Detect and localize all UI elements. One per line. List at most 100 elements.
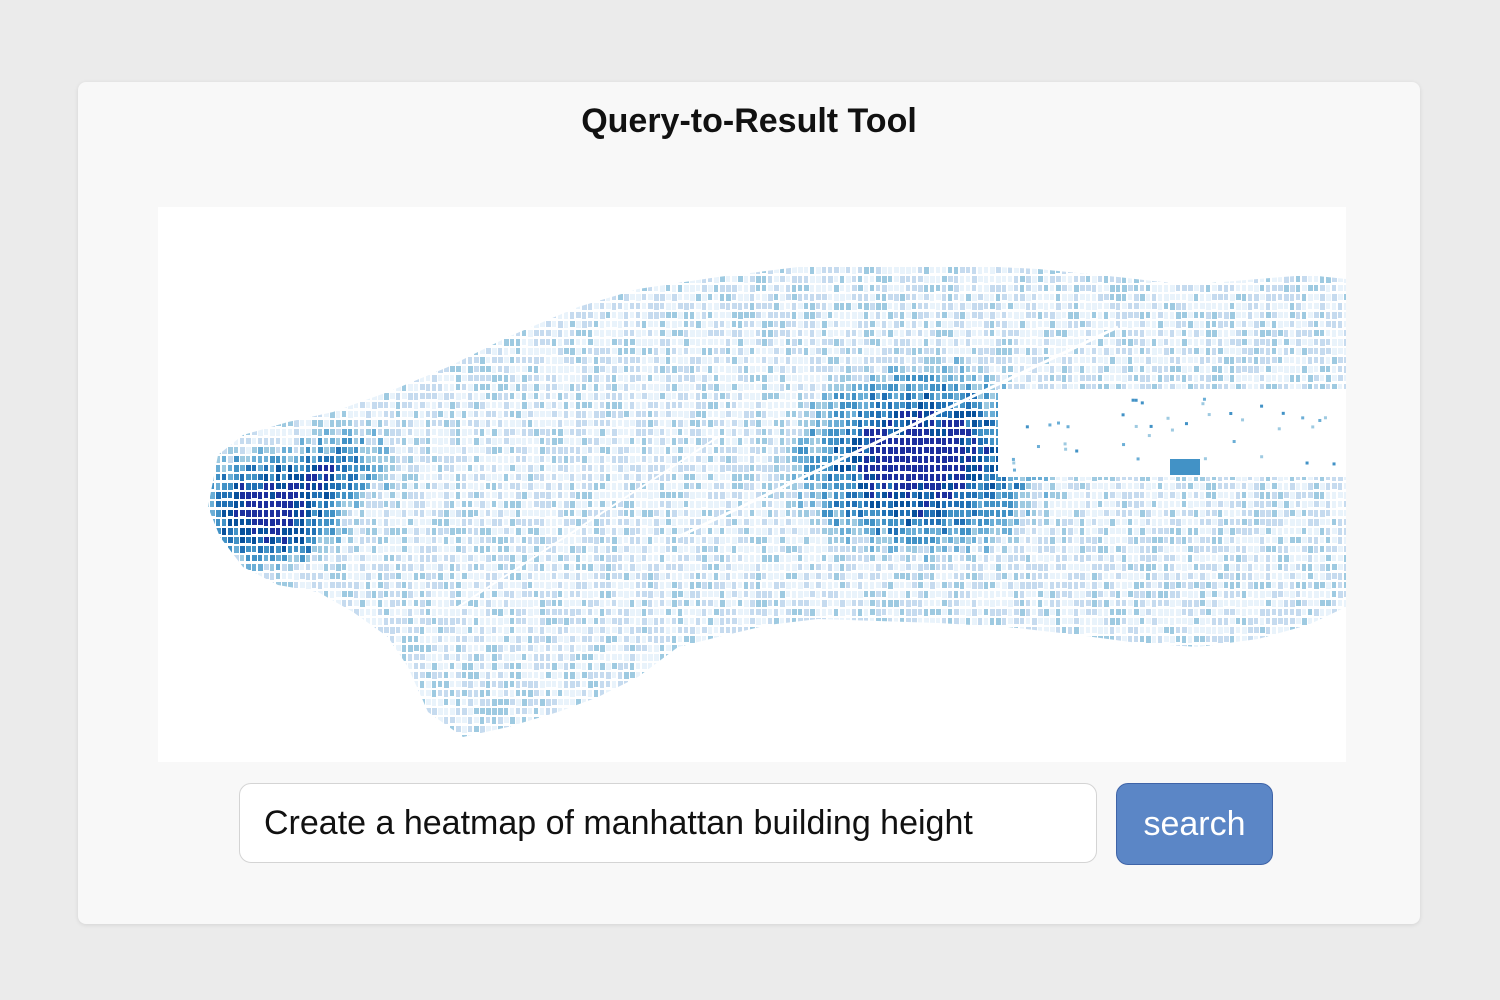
building-block — [792, 339, 797, 346]
building-block — [894, 321, 899, 328]
building-block — [540, 366, 544, 373]
building-block — [504, 429, 509, 436]
building-block — [822, 321, 827, 328]
building-block — [684, 330, 688, 337]
building-block — [684, 312, 688, 319]
building-block — [816, 492, 821, 499]
building-block — [228, 366, 232, 372]
building-block — [858, 465, 862, 472]
building-block — [228, 483, 233, 490]
building-block — [408, 438, 413, 444]
building-block — [462, 420, 466, 426]
building-block — [636, 393, 641, 399]
building-block — [348, 411, 353, 418]
building-block — [1320, 294, 1325, 301]
building-block — [648, 348, 652, 354]
building-block — [570, 321, 575, 327]
building-block — [264, 384, 268, 390]
building-block — [486, 276, 490, 283]
building-block — [666, 285, 670, 291]
building-block — [336, 267, 340, 274]
building-block — [966, 411, 971, 417]
building-block — [528, 438, 532, 444]
building-block — [630, 321, 634, 327]
building-block — [948, 429, 953, 436]
building-block — [852, 411, 856, 417]
building-block — [702, 303, 706, 310]
building-block — [888, 420, 892, 426]
building-block — [1116, 267, 1121, 274]
building-block — [492, 375, 497, 382]
building-block — [1344, 348, 1346, 355]
building-block — [306, 438, 311, 444]
building-block — [1290, 348, 1294, 354]
building-block — [1176, 294, 1180, 300]
building-block — [756, 483, 760, 489]
building-block — [234, 285, 239, 291]
building-block — [576, 465, 580, 472]
building-block — [438, 312, 443, 319]
building-block — [558, 393, 562, 400]
building-block — [1308, 321, 1313, 327]
building-block — [948, 474, 952, 480]
building-block — [450, 339, 455, 345]
building-block — [282, 420, 286, 427]
building-block — [612, 447, 617, 454]
building-block — [660, 402, 664, 409]
building-block — [954, 384, 958, 391]
building-block — [360, 492, 365, 498]
building-block — [438, 438, 443, 445]
building-block — [432, 438, 437, 444]
building-block — [864, 330, 869, 337]
building-block — [870, 312, 874, 319]
building-block — [528, 483, 533, 490]
building-block — [846, 420, 850, 426]
building-block — [1308, 375, 1313, 382]
building-block — [576, 456, 580, 462]
building-block — [636, 321, 640, 327]
building-block — [1338, 357, 1343, 363]
building-block — [420, 294, 424, 301]
building-block — [606, 267, 611, 274]
building-block — [672, 411, 677, 417]
building-block — [570, 456, 574, 463]
building-block — [264, 303, 268, 309]
building-block — [414, 411, 418, 418]
building-block — [642, 384, 646, 390]
building-block — [1242, 375, 1247, 381]
building-block — [300, 465, 304, 471]
building-block — [972, 303, 977, 310]
building-block — [606, 492, 610, 498]
building-block — [408, 303, 413, 309]
building-block — [768, 357, 773, 364]
building-block — [912, 285, 917, 291]
building-block — [666, 492, 671, 498]
building-block — [978, 438, 983, 445]
building-block — [342, 294, 347, 301]
building-block — [606, 330, 611, 336]
building-block — [666, 375, 671, 382]
building-block — [990, 420, 995, 426]
building-block — [1086, 294, 1090, 301]
building-block — [354, 456, 358, 463]
building-block — [630, 447, 635, 453]
building-block — [456, 339, 460, 346]
building-block — [270, 348, 275, 354]
building-block — [234, 348, 239, 354]
building-block — [612, 438, 617, 444]
building-block — [900, 339, 905, 346]
building-block — [834, 303, 839, 310]
building-block — [522, 339, 526, 345]
building-block — [1344, 492, 1346, 499]
building-block — [408, 447, 413, 453]
building-block — [198, 492, 202, 498]
building-block — [270, 294, 274, 300]
building-block — [930, 339, 934, 345]
building-block — [216, 285, 220, 292]
building-block — [1206, 303, 1211, 310]
building-block — [570, 492, 575, 498]
building-block — [432, 366, 437, 372]
building-block — [894, 366, 898, 372]
building-block — [390, 357, 394, 363]
building-block — [246, 312, 251, 319]
